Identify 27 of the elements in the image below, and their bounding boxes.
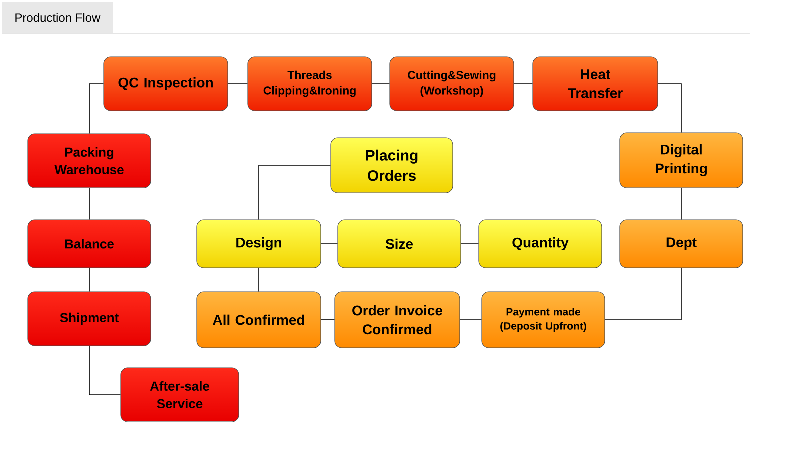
connector-line <box>89 346 122 396</box>
connector-line <box>658 84 682 134</box>
process-box: Order Invoice Confirmed <box>334 292 460 348</box>
process-box: Payment made (Deposit Upfront) <box>482 292 606 348</box>
connector-line <box>258 165 332 220</box>
process-box: All Confirmed <box>196 292 322 348</box>
connector-line <box>604 268 682 320</box>
process-box: Placing Orders <box>330 138 454 194</box>
process-box: Design <box>196 220 322 268</box>
connector-line <box>89 268 90 292</box>
process-box: Shipment <box>28 292 152 346</box>
process-box: Threads Clipping&Ironing <box>248 56 372 112</box>
process-box: Size <box>338 220 462 268</box>
connector-line <box>89 84 104 134</box>
process-box: Dept <box>620 220 744 268</box>
process-box: Cutting&Sewing (Workshop) <box>390 56 514 112</box>
connector-line <box>681 188 682 220</box>
process-box: Quantity <box>478 220 602 268</box>
process-box: Heat Transfer <box>532 56 658 112</box>
process-box: Balance <box>28 220 152 268</box>
process-box: After-sale Service <box>120 368 240 422</box>
process-box: Packing Warehouse <box>28 134 152 188</box>
connector-line <box>89 188 90 220</box>
title-tab: Production Flow <box>2 2 114 34</box>
connector-line <box>258 268 260 292</box>
process-box: QC Inspection <box>104 56 228 112</box>
process-box: Digital Printing <box>620 132 744 188</box>
